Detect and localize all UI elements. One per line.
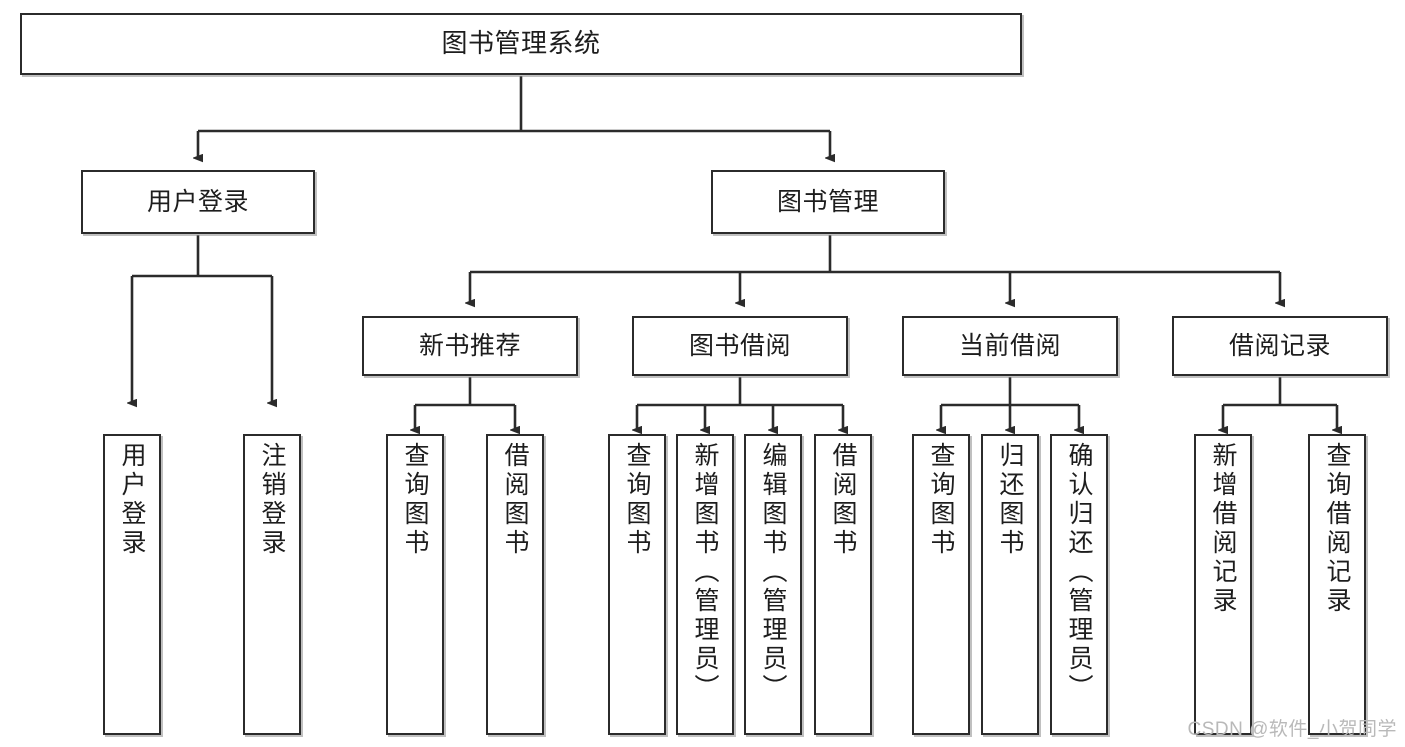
node-label: 用户登录 [146, 187, 249, 216]
node-label: 确认归还（管理员） [1065, 442, 1093, 703]
node-leaf-logout[interactable]: 注销登录 [243, 434, 301, 735]
watermark: CSDN @软件_小贺同学 [1187, 719, 1397, 740]
node-book-management-system[interactable]: 图书管理系统 [20, 13, 1022, 75]
node-borrow-record[interactable]: 借阅记录 [1172, 316, 1388, 376]
node-leaf-query-book-borrow[interactable]: 查询图书 [608, 434, 666, 735]
node-label: 新书推荐 [418, 331, 521, 360]
node-label: 图书借阅 [688, 331, 791, 360]
node-new-book-recommend[interactable]: 新书推荐 [362, 316, 578, 376]
node-leaf-confirm-return-admin[interactable]: 确认归还（管理员） [1050, 434, 1108, 735]
node-label: 用户登录 [118, 442, 146, 558]
node-label: 归还图书 [996, 442, 1024, 558]
node-label: 当前借阅 [958, 331, 1061, 360]
node-current-borrow[interactable]: 当前借阅 [902, 316, 1118, 376]
node-label: 借阅图书 [501, 442, 529, 558]
node-label: 查询图书 [927, 442, 955, 558]
node-leaf-add-book-admin[interactable]: 新增图书（管理员） [676, 434, 734, 735]
node-label: 新增借阅记录 [1209, 442, 1237, 616]
node-label: 借阅记录 [1228, 331, 1331, 360]
node-leaf-edit-book-admin[interactable]: 编辑图书（管理员） [744, 434, 802, 735]
node-label: 编辑图书（管理员） [759, 442, 787, 703]
node-label: 图书管理 [776, 187, 879, 216]
node-book-management[interactable]: 图书管理 [711, 170, 945, 234]
node-leaf-borrow-book-new[interactable]: 借阅图书 [486, 434, 544, 735]
node-leaf-add-borrow-record[interactable]: 新增借阅记录 [1194, 434, 1252, 735]
node-label: 注销登录 [258, 442, 286, 558]
node-leaf-user-login[interactable]: 用户登录 [103, 434, 161, 735]
node-leaf-borrow-book[interactable]: 借阅图书 [814, 434, 872, 735]
node-label: 查询图书 [401, 442, 429, 558]
node-book-borrow[interactable]: 图书借阅 [632, 316, 848, 376]
node-label: 图书管理系统 [441, 28, 601, 59]
node-label: 查询借阅记录 [1323, 442, 1351, 616]
node-leaf-query-book-new[interactable]: 查询图书 [386, 434, 444, 735]
node-leaf-return-book[interactable]: 归还图书 [981, 434, 1039, 735]
node-leaf-query-book-current[interactable]: 查询图书 [912, 434, 970, 735]
node-user-login[interactable]: 用户登录 [81, 170, 315, 234]
node-label: 查询图书 [623, 442, 651, 558]
node-label: 借阅图书 [829, 442, 857, 558]
node-label: 新增图书（管理员） [691, 442, 719, 703]
node-leaf-query-borrow-record[interactable]: 查询借阅记录 [1308, 434, 1366, 735]
